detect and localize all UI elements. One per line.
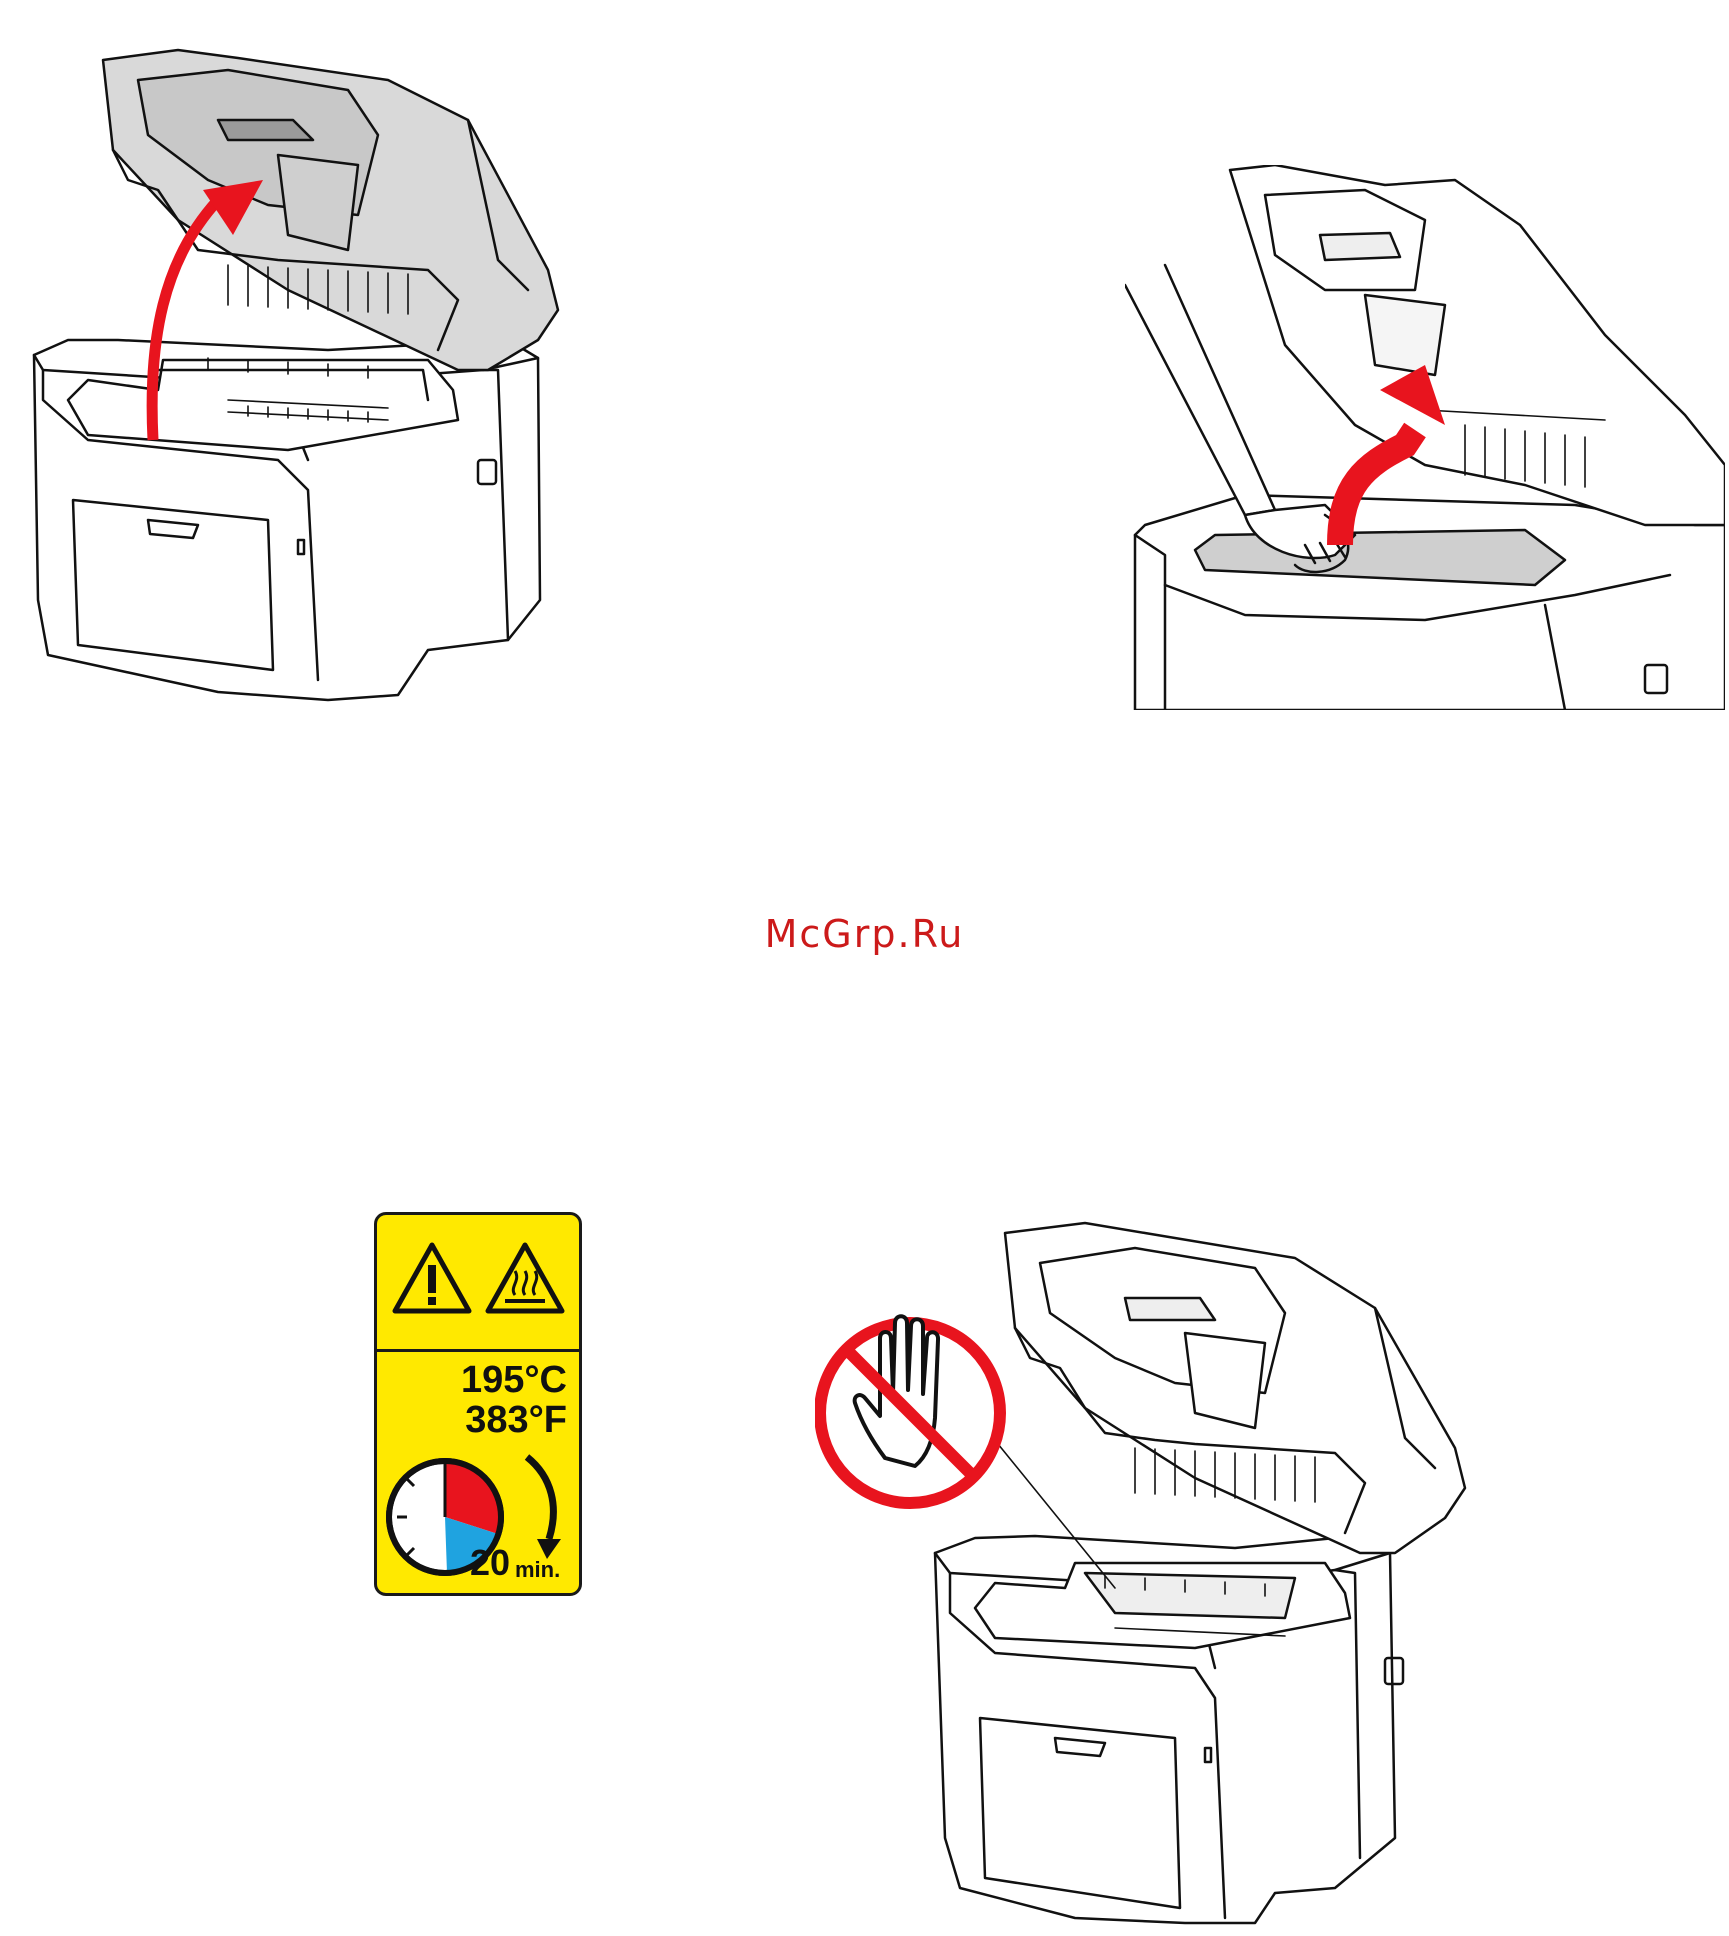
printer-no-touch-illustration (815, 1218, 1505, 1928)
temperature-fahrenheit: 383°F (465, 1401, 567, 1439)
warning-icons-row (377, 1215, 579, 1349)
hot-surface-warning-label: 195°C 383°F 20 min. (374, 1212, 582, 1596)
cooling-time-value: 20 (470, 1545, 510, 1581)
figure-open-top-cover (28, 40, 588, 720)
watermark-text: McGrp.Ru (0, 912, 1729, 956)
figure-hot-inside-warning (815, 1218, 1505, 1928)
hot-surface-icon (488, 1245, 562, 1311)
caution-triangle-icon (395, 1245, 469, 1311)
cooling-time-unit: min. (515, 1559, 560, 1581)
label-divider (377, 1349, 579, 1352)
no-touch-icon (820, 1316, 1000, 1503)
figure-remove-drum (1125, 165, 1725, 710)
temperature-celsius: 195°C (461, 1361, 567, 1399)
printer-hand-lift-illustration (1125, 165, 1725, 710)
printer-lid-lift-illustration (28, 40, 588, 720)
